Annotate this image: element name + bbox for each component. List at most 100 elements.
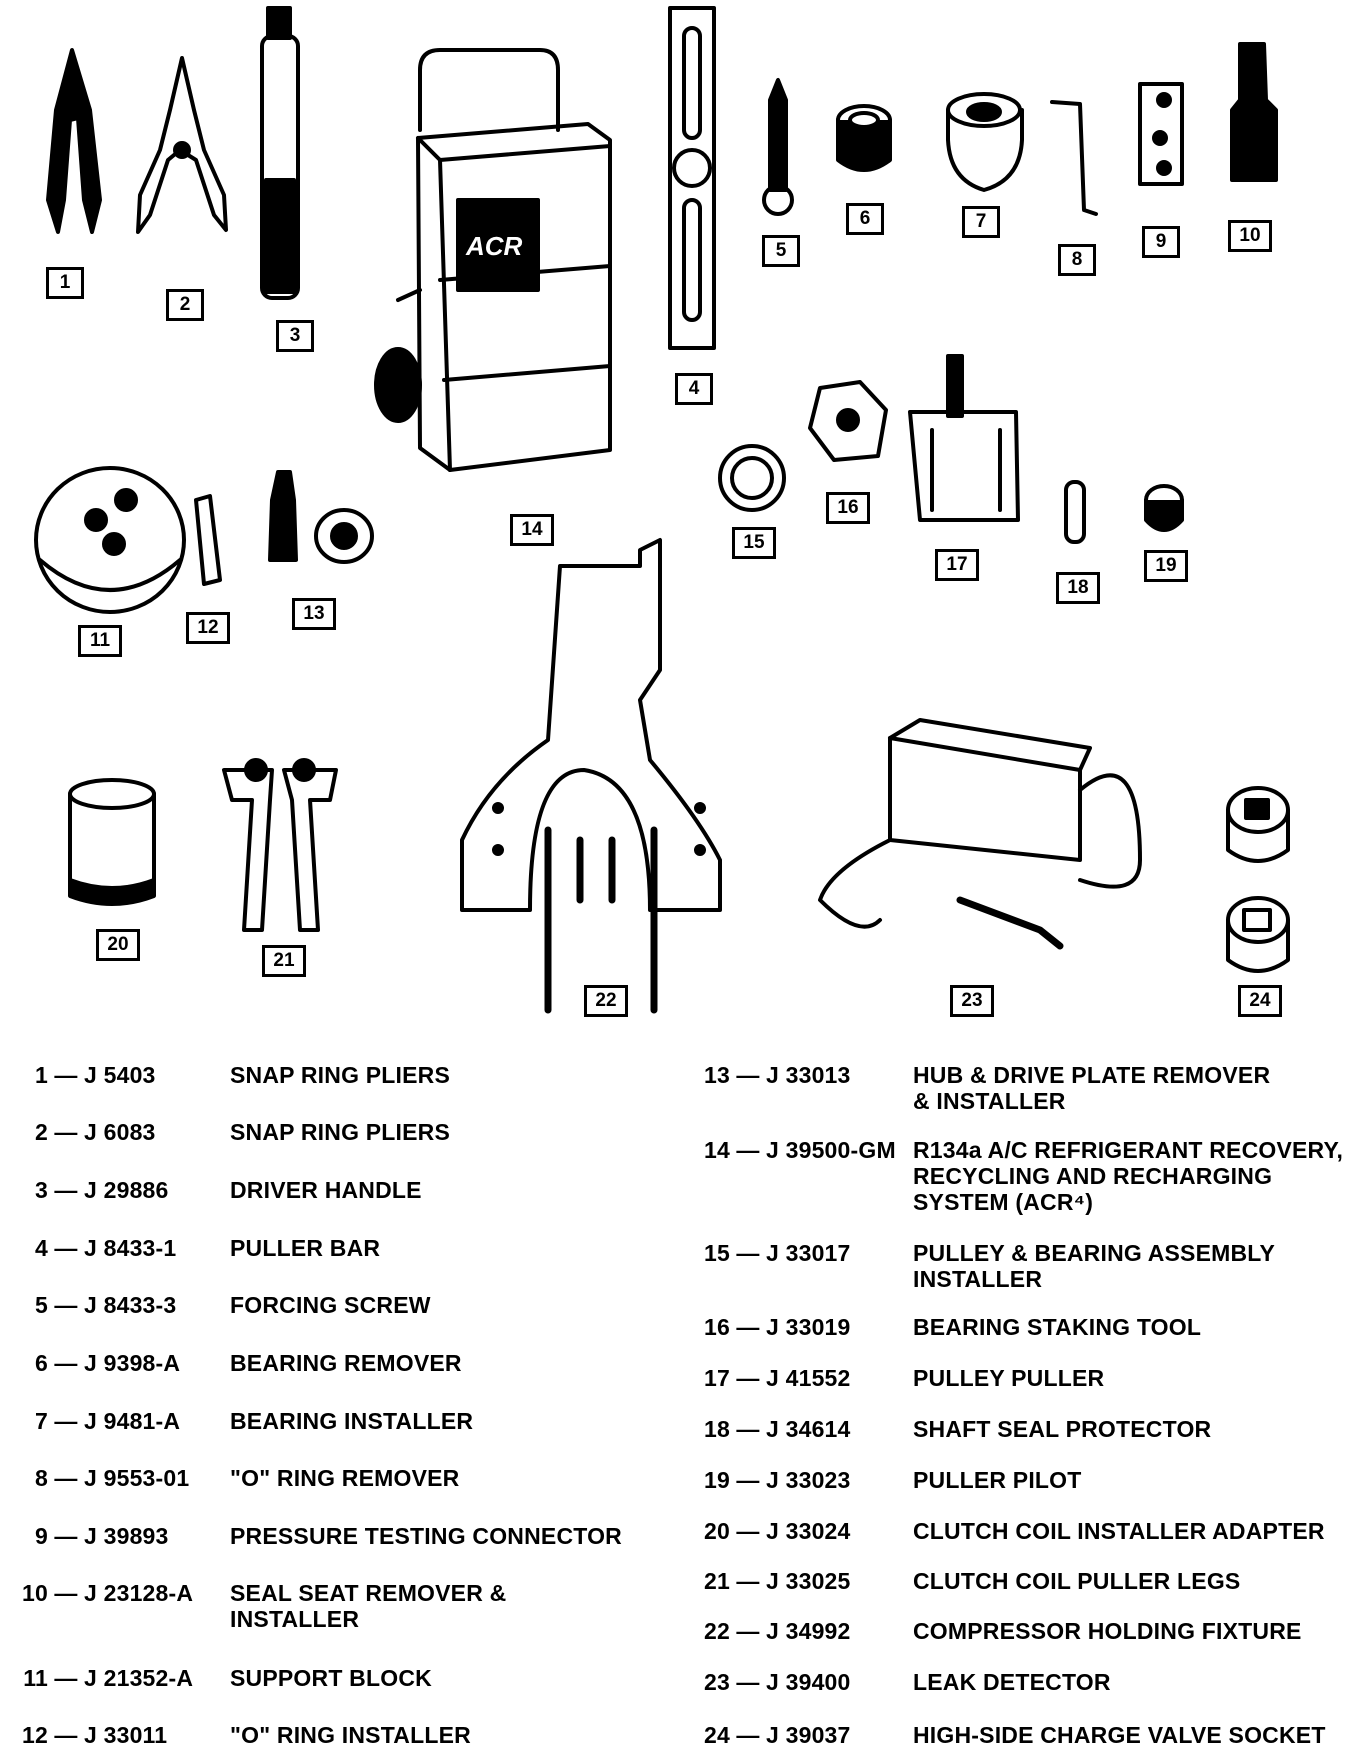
tool-description: SNAP RING PLIERS xyxy=(230,1062,451,1088)
item-number: 18 xyxy=(704,1416,730,1442)
callout-18: 18 xyxy=(1056,572,1100,604)
dash: — xyxy=(54,1523,78,1549)
tool-description: LEAK DETECTOR xyxy=(913,1669,1111,1695)
part-number: J 33024 xyxy=(766,1518,851,1544)
tool-description: SEAL SEAT REMOVER & INSTALLER xyxy=(230,1580,507,1632)
dash: — xyxy=(736,1314,760,1340)
tool-description: BEARING STAKING TOOL xyxy=(913,1314,1202,1340)
part-number: J 34614 xyxy=(766,1416,851,1442)
legend-row: 22—J 34992 COMPRESSOR HOLDING FIXTURE xyxy=(696,1618,1302,1644)
item-number: 2 xyxy=(35,1119,48,1145)
part-number: J 39500-GM xyxy=(766,1137,896,1163)
item-number: 4 xyxy=(35,1235,48,1261)
callout-14: 14 xyxy=(510,514,554,546)
puller-bar-drawing xyxy=(668,6,716,350)
bearing-remover-drawing xyxy=(836,104,892,172)
clutch-coil-installer-adapter-drawing xyxy=(68,778,156,906)
dash: — xyxy=(736,1365,760,1391)
callout-7: 7 xyxy=(962,206,1000,238)
part-number: J 39893 xyxy=(84,1523,169,1549)
legend-row: 19—J 33023 PULLER PILOT xyxy=(696,1467,1082,1493)
part-number: J 8433-1 xyxy=(84,1235,177,1261)
callout-11: 11 xyxy=(78,625,122,657)
item-number: 15 xyxy=(704,1240,730,1266)
item-number: 12 xyxy=(22,1722,48,1748)
dash: — xyxy=(54,1408,78,1434)
snap-ring-pliers-1-drawing xyxy=(46,48,102,234)
part-number: J 34992 xyxy=(766,1618,851,1644)
callout-5: 5 xyxy=(762,235,800,267)
tool-description: CLUTCH COIL INSTALLER ADAPTER xyxy=(913,1518,1325,1544)
dash: — xyxy=(54,1665,78,1691)
tool-description: HIGH-SIDE CHARGE VALVE SOCKET xyxy=(913,1722,1326,1748)
callout-22: 22 xyxy=(584,985,628,1017)
tool-description: SNAP RING PLIERS xyxy=(230,1119,451,1145)
callout-10: 10 xyxy=(1228,220,1272,252)
hub-drive-plate-remover-drawing xyxy=(268,470,374,564)
tool-description: COMPRESSOR HOLDING FIXTURE xyxy=(913,1618,1302,1644)
dash: — xyxy=(54,1580,78,1606)
part-number: J 33017 xyxy=(766,1240,851,1266)
item-number: 3 xyxy=(35,1177,48,1203)
item-number: 5 xyxy=(35,1292,48,1318)
part-number: J 9553-01 xyxy=(84,1465,190,1491)
part-number: J 33023 xyxy=(766,1467,851,1493)
part-number: J 5403 xyxy=(84,1062,156,1088)
dash: — xyxy=(736,1568,760,1594)
legend-row: 8—J 9553-01"O" RING REMOVER xyxy=(14,1465,459,1491)
forcing-screw-drawing xyxy=(762,78,794,216)
dash: — xyxy=(54,1465,78,1491)
part-number: J 33011 xyxy=(84,1722,168,1748)
driver-handle-drawing xyxy=(260,6,300,300)
puller-pilot-drawing xyxy=(1144,484,1184,532)
dash: — xyxy=(54,1119,78,1145)
part-number: J 33013 xyxy=(766,1062,851,1088)
dash: — xyxy=(736,1062,760,1088)
callout-3: 3 xyxy=(276,320,314,352)
tool-description: PULLER BAR xyxy=(230,1235,381,1261)
dash: — xyxy=(54,1350,78,1376)
callout-9: 9 xyxy=(1142,226,1180,258)
item-number: 20 xyxy=(704,1518,730,1544)
o-ring-installer-drawing xyxy=(194,494,222,586)
clutch-coil-puller-legs-drawing xyxy=(222,758,338,932)
shaft-seal-protector-drawing xyxy=(1064,480,1086,544)
dash: — xyxy=(736,1618,760,1644)
dash: — xyxy=(736,1137,760,1163)
callout-21: 21 xyxy=(262,945,306,977)
bearing-staking-tool-drawing xyxy=(808,380,888,462)
part-number: J 41552 xyxy=(766,1365,851,1391)
tool-description: PULLER PILOT xyxy=(913,1467,1082,1493)
o-ring-remover-drawing xyxy=(1050,100,1098,216)
leak-detector-drawing xyxy=(818,718,1142,950)
svg-text:ACR: ACR xyxy=(465,231,523,261)
item-number: 10 xyxy=(22,1580,48,1606)
bearing-installer-drawing xyxy=(946,92,1024,192)
item-number: 19 xyxy=(704,1467,730,1493)
tool-description: PULLEY PULLER xyxy=(913,1365,1105,1391)
tool-description: BEARING INSTALLER xyxy=(230,1408,474,1434)
part-number: J 9398-A xyxy=(84,1350,181,1376)
dash: — xyxy=(54,1177,78,1203)
dash: — xyxy=(736,1467,760,1493)
item-number: 24 xyxy=(704,1722,730,1748)
callout-2: 2 xyxy=(166,289,204,321)
item-number: 11 xyxy=(23,1665,48,1691)
part-number: J 33025 xyxy=(766,1568,851,1594)
callout-16: 16 xyxy=(826,492,870,524)
item-number: 22 xyxy=(704,1618,730,1644)
tool-description: PRESSURE TESTING CONNECTOR xyxy=(230,1523,622,1549)
